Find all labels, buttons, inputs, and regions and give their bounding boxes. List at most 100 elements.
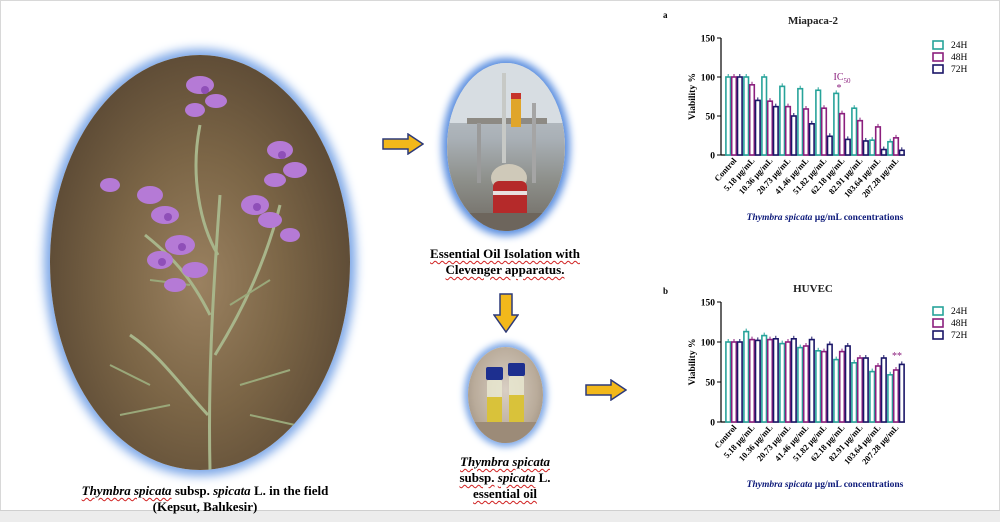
bar-48H [874,365,882,423]
bar-48H [766,338,774,423]
y-tick-label: 100 [701,74,716,84]
plant-caption-location: (Kepsut, Balıkesir) [152,499,258,514]
legend-label-24H: 24H [951,307,968,317]
plant-caption-location-note: L. in the field [253,483,329,498]
bar-72H [862,140,869,156]
bar-48H [766,100,774,156]
chart-title: Miapaca-2 [788,15,839,27]
y-axis-label: Viability % [688,339,698,386]
x-axis-label: Thymbra spicata µg/mL concentrations [747,480,904,490]
legend-swatch-48H [932,318,944,328]
ic50-annotation: IC50 [834,72,852,85]
panel-letter: a [663,10,668,20]
bar-48H [730,76,738,156]
bar-72H [880,148,887,156]
clevenger-caption-line2: Clevenger apparatus. [445,262,565,277]
oil-caption-author: L. [538,470,551,485]
bar-72H [754,99,761,156]
oil-caption-line3: essential oil [473,486,537,501]
bar-72H [736,76,743,156]
bottom-scrollbar[interactable] [0,510,1000,522]
x-axis-label-species: Thymbra spicata [747,213,815,223]
bar-24H [779,342,786,423]
bar-24H [833,358,840,423]
bar-48H [748,84,756,156]
bar-72H [826,343,833,423]
bar-72H [880,357,887,423]
plant-photo [50,55,350,470]
bar-72H [790,337,797,423]
legend-label-24H: 24H [951,41,968,51]
bar-24H [869,139,876,156]
bar-48H [784,105,792,156]
significance-star: ** [892,351,902,362]
bar-72H [736,341,743,423]
bar-72H [808,338,815,423]
oil-caption-epithet: spicata [497,470,536,485]
legend-swatch-72H [932,330,944,340]
bar-72H [898,363,905,423]
bar-24H [815,350,822,423]
y-tick-label: 150 [701,35,716,45]
ic50-label: IC [834,72,844,83]
significance-star: * [837,83,842,94]
bar-24H [779,85,786,156]
x-axis-label-species: Thymbra spicata [747,480,815,490]
bar-24H [851,362,858,423]
bar-24H [743,330,750,423]
y-tick-label: 0 [710,419,715,429]
arrow-right-1 [382,133,424,155]
y-tick-label: 100 [701,339,716,349]
legend-swatch-48H [932,52,944,62]
bar-72H [898,149,905,156]
bar-24H [761,76,768,156]
legend-label-72H: 72H [951,65,968,75]
bar-72H [772,105,779,156]
bar-48H [856,357,864,423]
legend-swatch-24H [932,40,944,50]
plant-caption-genus: Thymbra spicata [81,483,172,498]
bar-24H [887,374,894,423]
arrow-right-2 [585,379,627,401]
clevenger-illustration [447,63,565,231]
bar-72H [790,115,797,156]
clevenger-photo [447,63,565,231]
bar-24H [743,76,750,156]
ic50-subscript: 50 [844,77,852,85]
essential-oil-vials-photo [468,347,543,443]
plant-caption-subsp: subsp. [174,483,210,498]
oil-caption-genus: Thymbra spicata [460,454,550,469]
clevenger-caption-line1: Essential Oil Isolation with [430,246,580,261]
bar-24H [797,346,804,423]
bar-48H [838,350,846,423]
bar-72H [754,339,761,423]
chart-title: HUVEC [793,283,833,295]
x-axis-label-units: µg/mL concentrations [815,213,904,223]
bar-72H [844,345,851,423]
legend-label-48H: 48H [951,319,968,329]
y-tick-label: 0 [710,152,715,162]
x-axis-label-units: µg/mL concentrations [815,480,904,490]
bar-48H [892,369,900,423]
x-axis-label: Thymbra spicata µg/mL concentrations [747,213,904,223]
bar-72H [862,357,869,423]
bar-48H [820,350,828,423]
bar-48H [802,345,810,423]
bar-24H [887,140,894,156]
bar-48H [874,126,882,156]
vials-illustration [468,363,543,443]
arrow-down [493,293,519,333]
bar-24H [725,341,732,423]
bar-72H [844,138,851,156]
bar-24H [815,89,822,156]
legend-label-48H: 48H [951,53,968,63]
bar-24H [797,87,804,156]
y-tick-label: 50 [706,379,716,389]
bar-24H [869,370,876,423]
bar-24H [761,334,768,423]
bar-24H [725,76,732,156]
bar-48H [856,119,864,156]
legend-swatch-72H [932,64,944,74]
